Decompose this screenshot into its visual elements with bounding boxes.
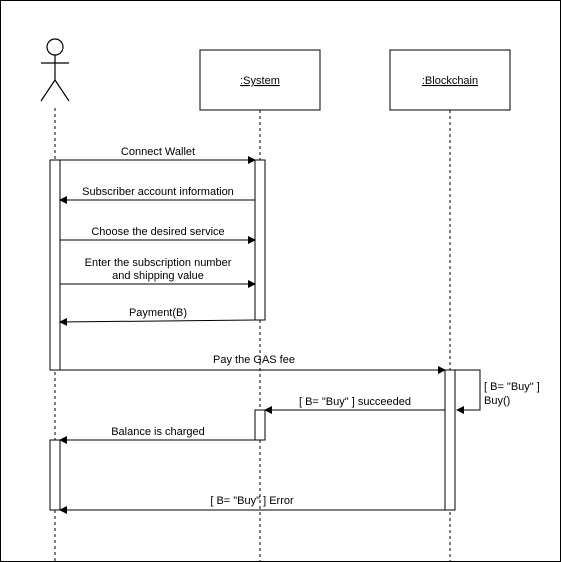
- blockchain-activation: [444, 369, 456, 511]
- message-label-enter-subscription-line1: Enter the subscription number: [85, 257, 232, 269]
- message-label-succeeded: [ B= "Buy" ] succeeded: [299, 396, 411, 408]
- message-label-balance-charged: Balance is charged: [111, 426, 205, 438]
- message-label-self-buy-line1: [ B= "Buy" ]: [484, 381, 540, 393]
- participant-blockchain: :Blockchain: [389, 49, 511, 111]
- message-label-self-buy-line2: Buy(): [484, 395, 510, 407]
- message-label-connect-wallet: Connect Wallet: [121, 146, 195, 158]
- participant-blockchain-label: :Blockchain: [422, 75, 478, 87]
- actor-activation-1: [49, 159, 61, 371]
- actor-figure: [40, 38, 70, 102]
- participant-system: :System: [199, 49, 321, 111]
- message-label-payment: Payment(B): [129, 307, 187, 319]
- actor-activation-2: [49, 439, 61, 511]
- message-label-error: [ B= "Buy" ] Error: [210, 495, 294, 507]
- message-label-pay-gas: Pay the GAS fee: [213, 354, 295, 366]
- system-activation-1: [254, 159, 266, 321]
- message-arrow-self-buy: [455, 369, 481, 414]
- message-label-subscriber-info: Subscriber account information: [82, 186, 234, 198]
- message-arrow-payment: [59, 317, 256, 326]
- message-label-choose-service: Choose the desired service: [91, 226, 224, 238]
- system-activation-2: [254, 409, 266, 441]
- participant-system-label: :System: [240, 75, 280, 87]
- message-label-enter-subscription-line2: and shipping value: [112, 270, 204, 282]
